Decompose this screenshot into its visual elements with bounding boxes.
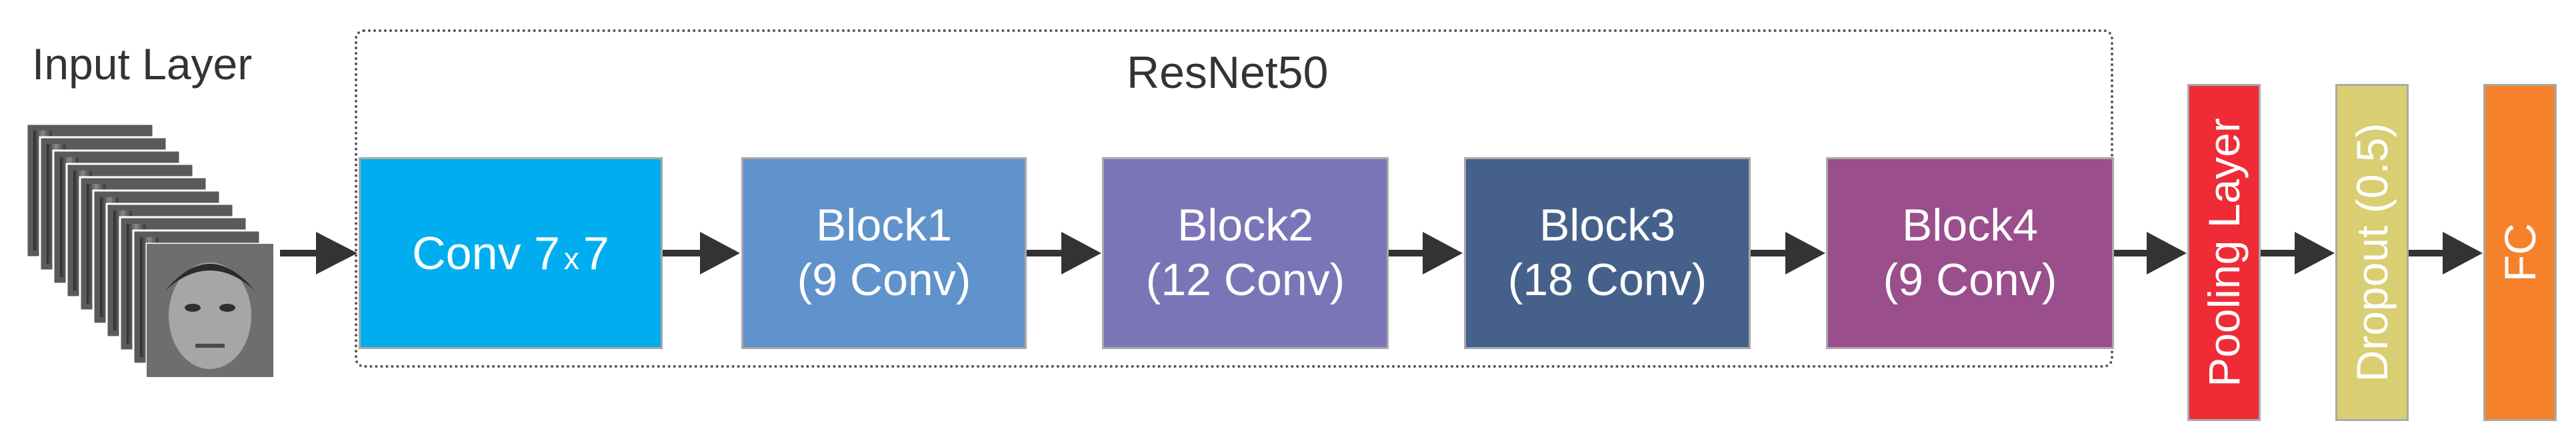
face-image-stack-icon	[25, 123, 275, 378]
pooling-layer: Pooling Layer	[2187, 84, 2261, 421]
conv-kernel-text: 7	[583, 227, 609, 279]
arrow-block2-to-block3	[1389, 232, 1463, 274]
block3-subtitle: (18 Conv)	[1507, 254, 1707, 305]
block3-title: Block3	[1539, 200, 1676, 251]
block3: Block3 (18 Conv)	[1464, 157, 1751, 349]
arrow-input-to-conv	[280, 232, 357, 274]
block1-title: Block1	[815, 200, 953, 251]
block2-subtitle: (12 Conv)	[1145, 254, 1345, 305]
arrow-dropout-to-fc	[2409, 232, 2483, 274]
arrow-block4-to-pooling	[2114, 232, 2187, 274]
face-image-frame	[145, 242, 275, 378]
block1: Block1 (9 Conv)	[741, 157, 1027, 349]
arrow-block3-to-block4	[1751, 232, 1825, 274]
arrow-block1-to-block2	[1027, 232, 1101, 274]
block4: Block4 (9 Conv)	[1826, 157, 2114, 349]
resnet50-group-label: ResNet50	[1127, 47, 1329, 98]
arrow-pooling-to-dropout	[2261, 232, 2335, 274]
block2: Block2 (12 Conv)	[1102, 157, 1389, 349]
block4-subtitle: (9 Conv)	[1883, 254, 2057, 305]
input-layer-label: Input Layer	[32, 39, 253, 89]
block4-title: Block4	[1901, 200, 2039, 251]
fc-layer: FC	[2483, 84, 2557, 421]
block1-subtitle: (9 Conv)	[797, 254, 971, 305]
input-image-stack	[0, 0, 293, 400]
block2-title: Block2	[1177, 200, 1314, 251]
conv-main-text: Conv 7	[412, 227, 560, 279]
conv-times-symbol: x	[563, 241, 579, 276]
dropout-layer: Dropout (0.5)	[2335, 84, 2409, 421]
arrow-conv-to-block1	[663, 232, 740, 274]
